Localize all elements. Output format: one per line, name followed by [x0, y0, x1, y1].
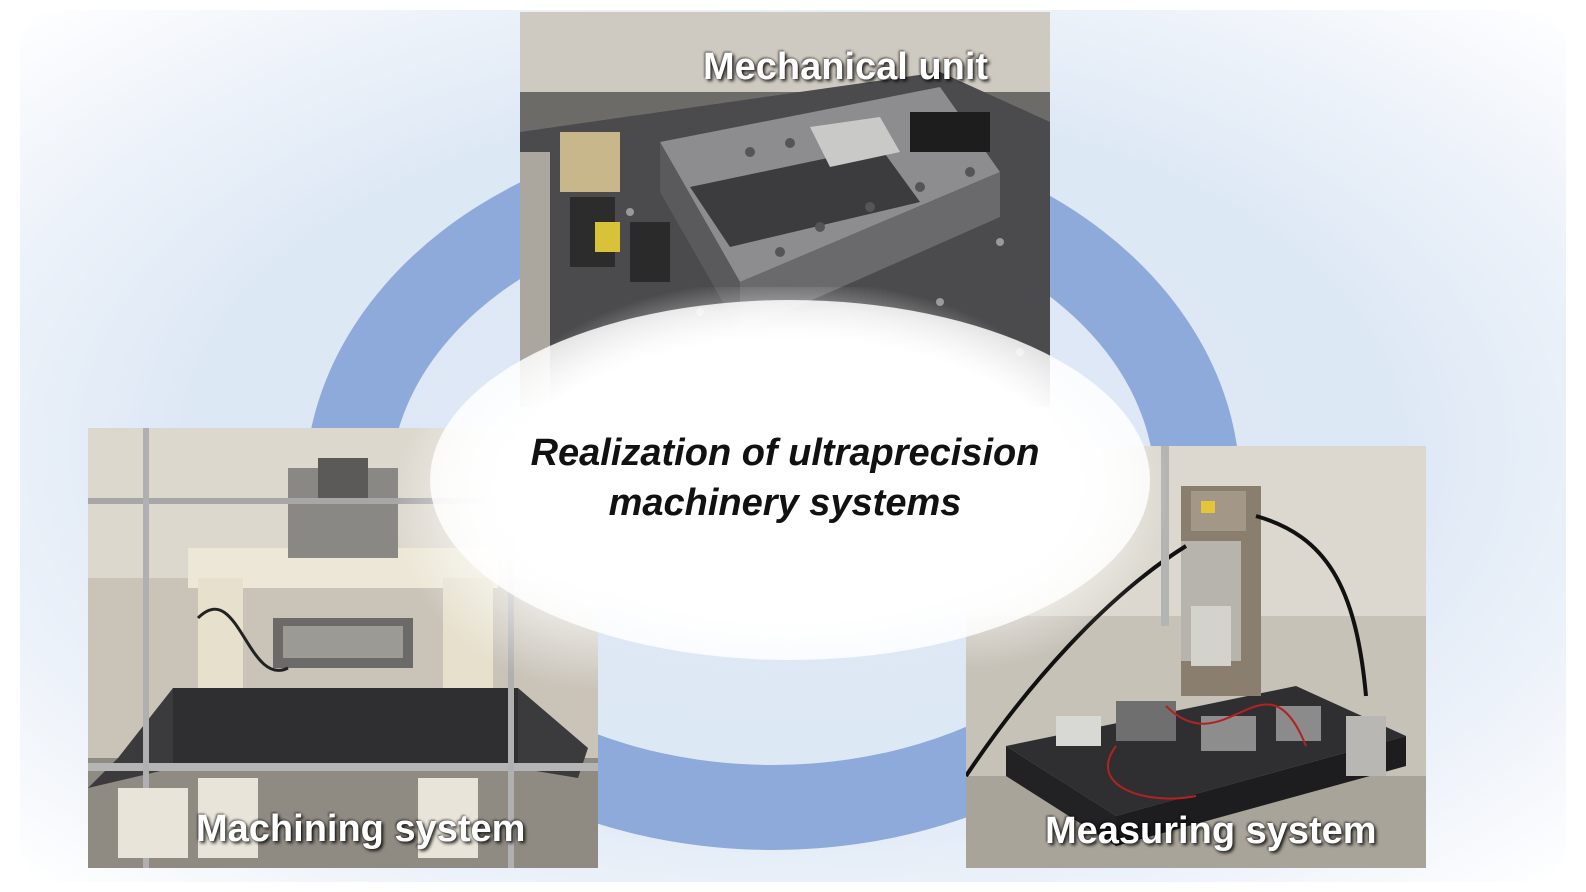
measuring-system-label: Measuring system: [1045, 810, 1377, 852]
mechanical-unit-photo: [520, 12, 1050, 407]
machining-system-label: Machining system: [196, 808, 526, 850]
mechanical-unit-illustration: [520, 12, 1050, 407]
center-title-line-2: machinery systems: [608, 482, 962, 524]
mechanical-unit-label: Mechanical unit: [703, 46, 989, 88]
center-title-line-1: Realization of ultraprecision: [530, 432, 1040, 474]
center-title: Realization of ultraprecision machinery …: [480, 428, 1090, 528]
center-highlight: [430, 300, 1150, 660]
